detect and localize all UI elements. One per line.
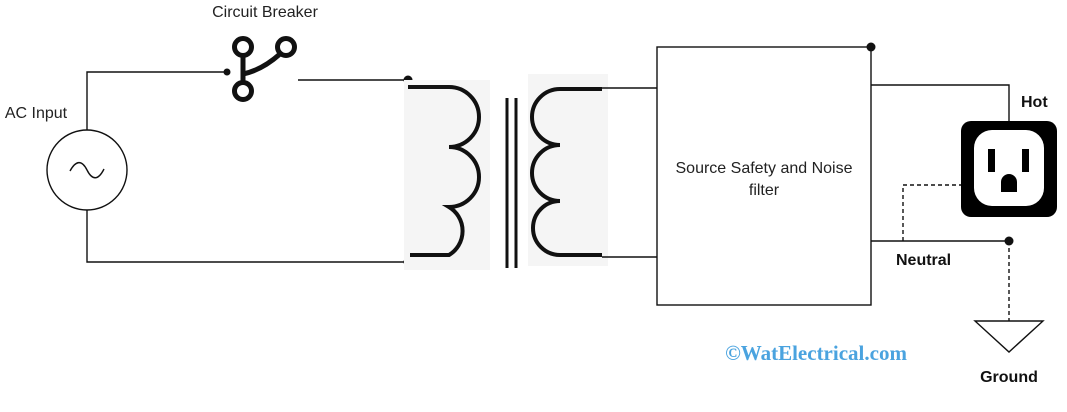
- neutral-label: Neutral: [896, 252, 951, 269]
- watermark-text: ©WatElectrical.com: [725, 341, 907, 365]
- filter-label-line2: filter: [749, 182, 780, 199]
- wire-source-top: [86, 71, 227, 130]
- filter-box: [656, 46, 872, 306]
- transformer-icon: [404, 74, 608, 270]
- junction-dot: [1004, 236, 1014, 246]
- wire-source-bottom: [86, 210, 408, 263]
- ac-source-icon: [46, 129, 128, 211]
- ac-input-label: AC Input: [5, 105, 68, 122]
- ground-label: Ground: [980, 369, 1038, 386]
- outlet-icon: [961, 121, 1057, 217]
- hot-label: Hot: [1021, 94, 1048, 111]
- wire-hot: [871, 84, 1010, 121]
- junction-dot: [866, 42, 876, 52]
- filter-label-line1: Source Safety and Noise: [676, 160, 853, 177]
- circuit-breaker-icon: [223, 36, 297, 102]
- circuit-breaker-label: Circuit Breaker: [212, 4, 318, 21]
- ground-symbol-icon: [973, 320, 1045, 353]
